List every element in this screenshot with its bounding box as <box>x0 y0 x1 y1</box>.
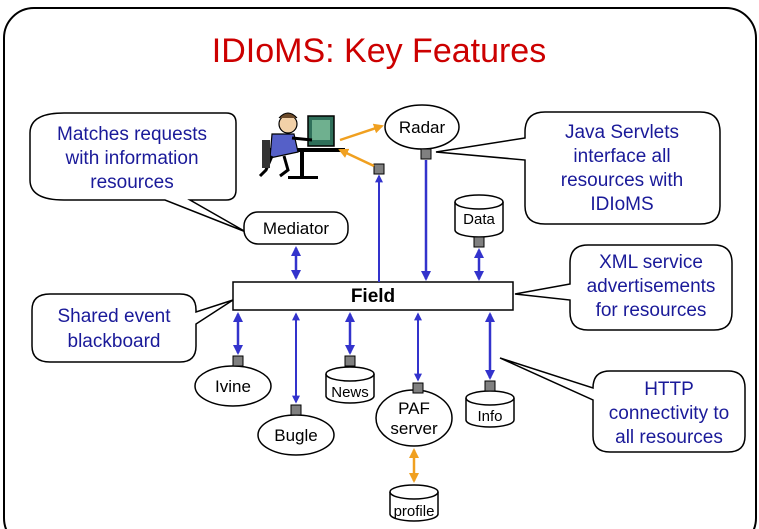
info-node: Info <box>465 390 515 428</box>
connector-square <box>473 236 485 248</box>
callout-line: blackboard <box>68 331 161 352</box>
radar-label: Radar <box>399 118 446 137</box>
connector-square <box>484 380 496 392</box>
user-at-computer-icon <box>258 112 345 179</box>
callout-blackboard: Shared event blackboard <box>31 293 234 363</box>
ivine-label: Ivine <box>215 377 251 396</box>
callout-http: HTTP connectivity to all resources <box>499 357 746 453</box>
connector-square <box>344 355 356 367</box>
callout-line: advertisements <box>587 276 716 297</box>
data-node: Data <box>454 194 504 238</box>
news-label: News <box>331 384 369 401</box>
profile-node: profile <box>389 484 439 522</box>
field-label: Field <box>351 286 395 307</box>
callout-line: Shared event <box>57 306 171 327</box>
connector-square <box>232 355 244 367</box>
paf-server-label: server <box>390 419 438 438</box>
info-label: Info <box>477 408 502 425</box>
callout-line: with information <box>64 148 198 169</box>
data-label: Data <box>463 211 495 228</box>
arrow-user-radar <box>339 123 384 142</box>
callout-line: XML service <box>599 252 703 273</box>
callout-line: all resources <box>615 427 723 448</box>
mediator-label: Mediator <box>263 219 329 238</box>
bugle-label: Bugle <box>274 426 317 445</box>
callout-line: for resources <box>596 300 707 321</box>
callout-line: connectivity to <box>609 403 729 424</box>
callout-line: Matches requests <box>57 124 207 145</box>
diagram-title: IDIoMS: Key Features <box>212 32 546 70</box>
callout-xml: XML service advertisements for resources <box>514 244 733 331</box>
callout-line: IDIoMS <box>590 194 653 215</box>
news-node: News <box>325 366 375 404</box>
callout-line: resources <box>90 172 173 193</box>
arrow-connector-user <box>338 148 375 168</box>
field-bar <box>232 281 514 311</box>
mediator-node <box>243 211 349 245</box>
callout-line: Java Servlets <box>565 122 679 143</box>
connector-square <box>373 163 385 175</box>
paf-server-label: PAF <box>398 399 430 418</box>
profile-label: profile <box>394 503 435 520</box>
callout-line: resources with <box>561 170 684 191</box>
connector-square <box>412 382 424 394</box>
callout-line: interface all <box>573 146 670 167</box>
connector-square <box>420 148 432 160</box>
callout-servlets: Java Servlets interface all resources wi… <box>435 111 721 225</box>
connector-square <box>290 404 302 416</box>
callout-mediator-desc: Matches requests with information resour… <box>29 112 247 233</box>
callout-line: HTTP <box>644 379 694 400</box>
